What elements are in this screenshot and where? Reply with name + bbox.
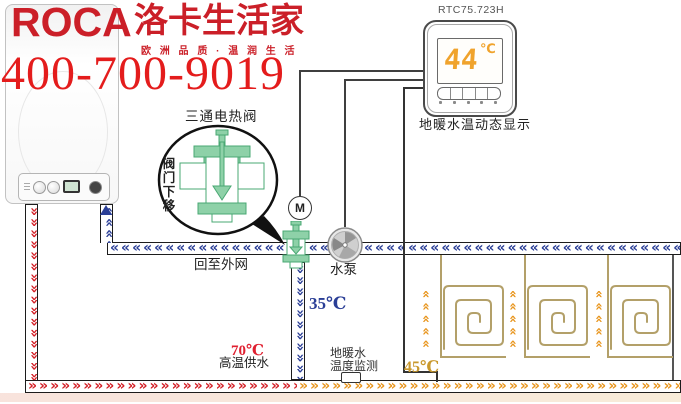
boiler-control-panel [18, 173, 110, 201]
pump-label: 水泵 [330, 262, 357, 277]
floor-coil-3 [610, 285, 671, 350]
supply-name-label: 高温供水 [219, 356, 270, 370]
zone-wall-right [672, 255, 674, 381]
floor-ground-shading [0, 393, 681, 402]
valve-cross-section [179, 129, 265, 223]
panel-label-lines [24, 183, 30, 184]
floor-coil-2 [527, 285, 588, 350]
coil-2-feed-line [524, 255, 526, 357]
boiler-knob-right [47, 181, 60, 194]
three-way-valve [282, 221, 310, 269]
pump-wire-vertical [344, 79, 346, 227]
sensor-wire-vertical [403, 87, 405, 373]
return-temp-label: 35℃ [309, 294, 347, 313]
boiler-knob-left [33, 181, 46, 194]
heat-riser-2: ««««« [505, 288, 520, 352]
supply-mixed-arrows: »»»»»»»»»»»»»»»»»»»»»»»»»»»»»»»»»»»»»»»» [299, 380, 681, 393]
supply-bottom-pipe-hot: »»»»»»»»»»»»»»»»»»»»»»»»»»»» [25, 380, 298, 393]
coil-1-feed-line [440, 255, 442, 357]
phone-number: 400-700-9019 [1, 47, 285, 100]
boiler-display [63, 180, 80, 193]
thermostat-temp-value: 44 [442, 43, 479, 76]
boiler-pressure-gauge [89, 181, 102, 194]
heat-riser-3-arrows: ««««« [591, 290, 606, 352]
return-riser-arrowhead [100, 205, 112, 215]
heat-riser-1: ««««« [418, 288, 433, 352]
thermostat-screen: 44 ℃ [437, 38, 503, 84]
zone-wall-step-down [436, 371, 438, 382]
callout-note: 阀门下移 [162, 157, 176, 213]
brand-name: 洛卡生活家 [134, 2, 304, 40]
pump-wire-horizontal [344, 79, 423, 81]
motor-wire-vertical [299, 70, 301, 196]
mixing-branch-arrows: »»»»»»»»»»»» [292, 265, 305, 379]
thermostat-button-icons [439, 101, 497, 104]
sensor-label-line2: 温度监测 [330, 359, 379, 373]
coil-2-bottom-line [524, 356, 590, 358]
heat-riser-3: ««««« [591, 288, 606, 352]
thermostat-buttons [437, 87, 501, 100]
return-line-label: 回至外网 [194, 257, 248, 272]
supply-riser-arrows: »»»»»»»»»»»»»»»»»» [26, 207, 38, 380]
valve-callout-bubble [157, 124, 285, 245]
brand-logo: ROCA [11, 0, 132, 45]
supply-hot-arrows: »»»»»»»»»»»»»»»»»»»»»»»»»»»» [28, 380, 297, 393]
motor-badge: M [288, 196, 312, 220]
heat-riser-2-arrows: ««««« [505, 290, 520, 352]
coil-3-bottom-line [607, 356, 673, 358]
thermostat-caption: 地暖水温动态显示 [419, 117, 532, 132]
supply-temp-label: 70℃ [231, 343, 264, 359]
thermostat-model: RTC75.723H [438, 4, 505, 16]
thermostat-bezel [427, 24, 513, 113]
supply-riser-pipe: »»»»»»»»»»»»»»»»»» [25, 204, 38, 381]
motor-wire-horizontal [299, 70, 423, 72]
pump-fan-blades [332, 231, 356, 259]
water-temp-sensor [341, 372, 361, 383]
thermostat: 44 ℃ [423, 20, 517, 117]
coil-3-feed-line [607, 255, 609, 357]
return-arrows: ««««««««««««««««««««««««««««««««««««««««… [110, 242, 681, 255]
floor-coil-1 [443, 285, 504, 350]
sensor-label-line1: 地暖水 [330, 346, 367, 360]
pump [327, 227, 363, 263]
brand-tagline: 欧 洲 品 质 · 温 润 生 活 [141, 46, 298, 57]
coil-1-bottom-line [440, 356, 506, 358]
zone-wall-step [403, 371, 438, 373]
floor-temp-label: 45℃ [404, 359, 440, 376]
sensor-wire-horizontal [403, 87, 423, 89]
heat-riser-1-arrows: ««««« [418, 290, 433, 352]
callout-title: 三通电热阀 [185, 109, 258, 124]
thermostat-temp-unit: ℃ [480, 41, 496, 56]
wall-hung-boiler [5, 4, 119, 204]
mixing-branch-pipe: »»»»»»»»»»»» [291, 262, 305, 380]
bubble-tail [252, 216, 285, 245]
